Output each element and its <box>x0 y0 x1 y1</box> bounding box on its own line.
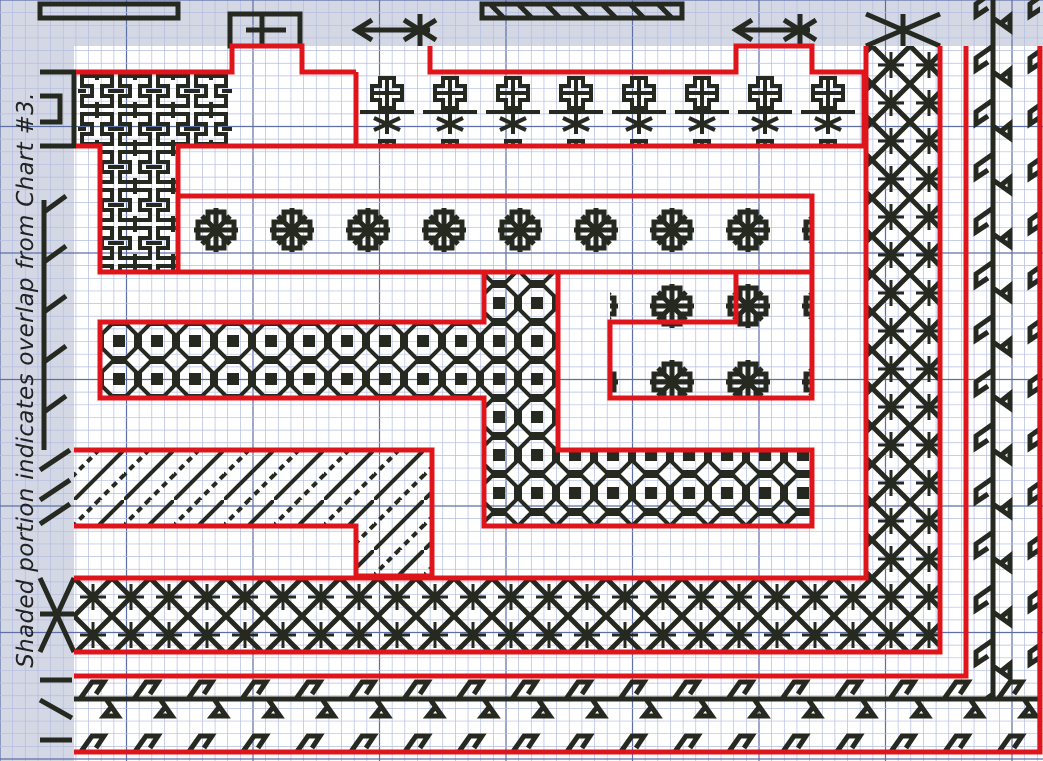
cross-band-top-pattern <box>356 72 864 146</box>
vine-border-vertical-pattern <box>966 0 1040 700</box>
flower-band-pattern <box>178 196 812 272</box>
vine-border-horizontal-pattern <box>74 672 1040 752</box>
pattern-fills <box>40 0 1040 752</box>
flower-stem-panel-pattern <box>610 272 812 398</box>
